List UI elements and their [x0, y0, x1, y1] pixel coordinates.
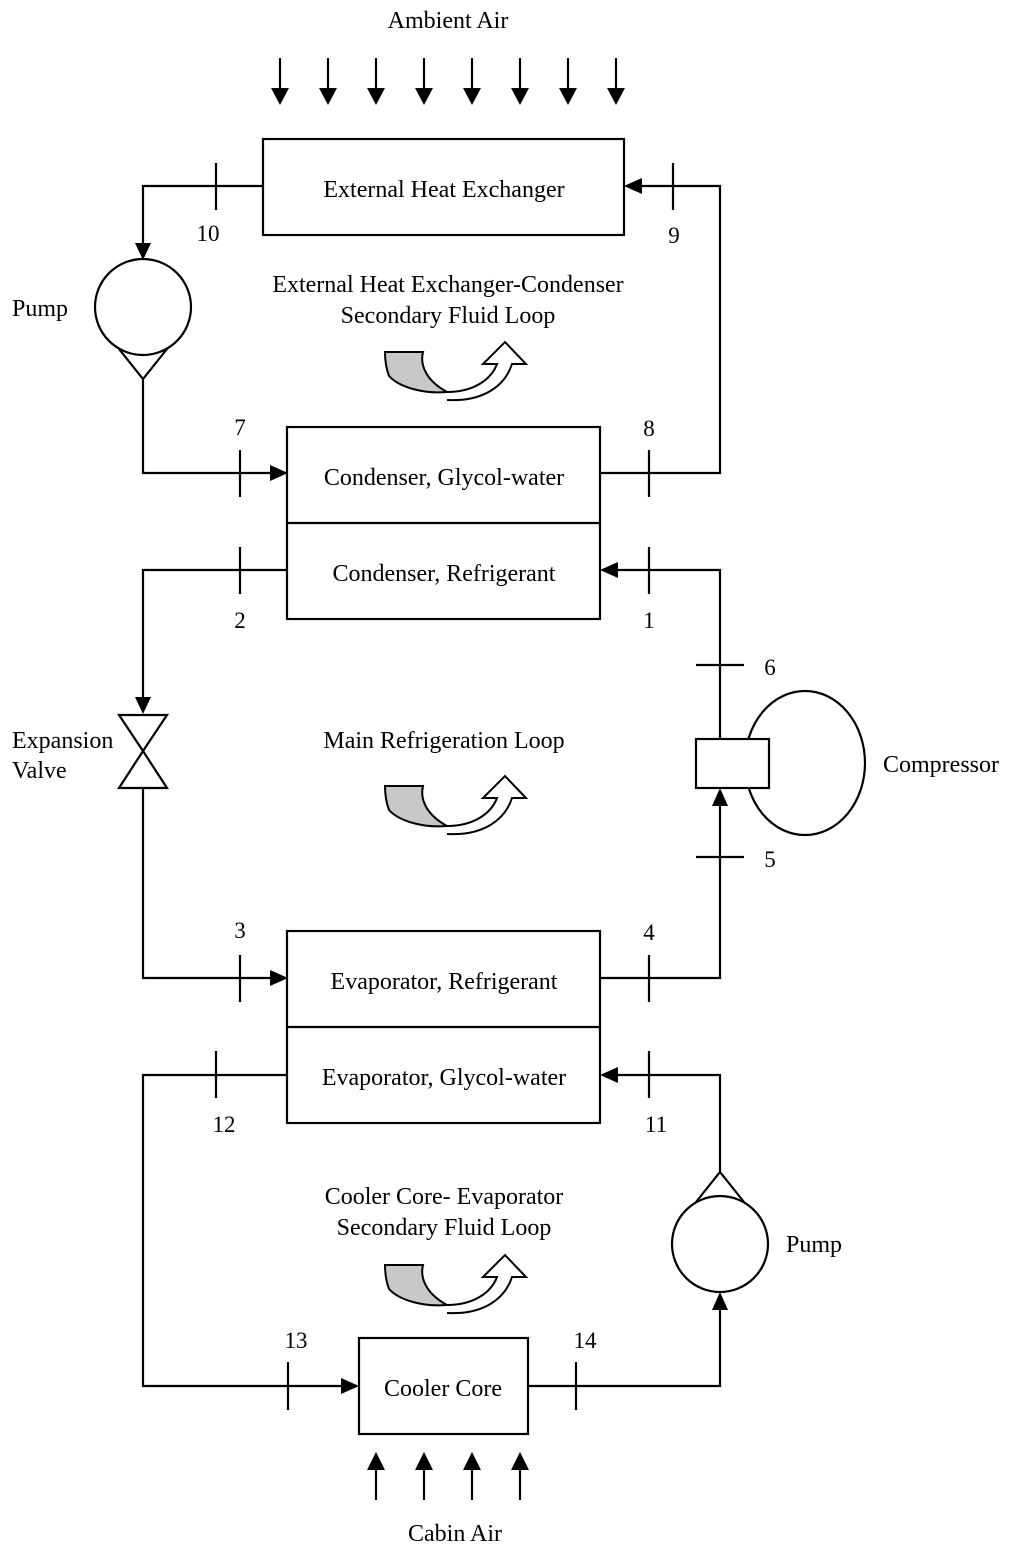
state-point-labels: 1 2 3 4 5 6 7 8 9 10 11 12 13 14	[197, 221, 776, 1353]
expansion-valve	[116, 713, 170, 790]
state-point-10: 10	[197, 221, 220, 246]
pump-top	[93, 257, 193, 381]
expansion-valve-label-line1: Expansion	[12, 728, 113, 754]
state-point-1: 1	[643, 608, 655, 633]
ambient-air-label: Ambient Air	[388, 8, 509, 34]
external-loop-piping	[135, 163, 722, 497]
state-point-7: 7	[234, 415, 246, 440]
state-point-13: 13	[285, 1328, 308, 1353]
external-loop-title-line1: External Heat Exchanger-Condenser	[272, 272, 623, 298]
pump-top-label: Pump	[12, 296, 68, 322]
pump-bottom-label: Pump	[786, 1232, 842, 1258]
state-point-9: 9	[668, 223, 680, 248]
evaporator-refrigerant-label: Evaporator, Refrigerant	[331, 969, 558, 995]
state-point-5: 5	[764, 847, 776, 872]
cabin-air-arrows	[367, 1452, 529, 1500]
state-point-3: 3	[234, 918, 246, 943]
main-loop-direction-icon	[384, 775, 527, 836]
state-point-4: 4	[643, 920, 655, 945]
external-loop-direction-icon	[384, 341, 527, 402]
cabin-air-label: Cabin Air	[408, 1521, 502, 1547]
ambient-air-arrows	[271, 58, 625, 105]
cooler-loop-piping	[141, 1051, 728, 1410]
expansion-valve-label-line2: Valve	[12, 758, 67, 784]
cooler-core	[357, 1336, 530, 1436]
state-point-12: 12	[213, 1112, 236, 1137]
state-point-8: 8	[643, 416, 655, 441]
evaporator-glycol-label: Evaporator, Glycol-water	[322, 1065, 566, 1091]
condenser-refrigerant-label: Condenser, Refrigerant	[333, 561, 556, 587]
state-point-11: 11	[645, 1112, 667, 1137]
condenser-glycol-label: Condenser, Glycol-water	[324, 465, 564, 491]
external-heat-exchanger-label: External Heat Exchanger	[323, 177, 564, 203]
cooler-loop-title-line2: Secondary Fluid Loop	[337, 1215, 552, 1241]
external-loop-title-line2: Secondary Fluid Loop	[341, 303, 556, 329]
pump-bottom	[670, 1170, 770, 1294]
compressor-label: Compressor	[883, 752, 999, 778]
compressor	[694, 689, 867, 837]
state-point-14: 14	[574, 1328, 598, 1353]
cooler-loop-title-line1: Cooler Core- Evaporator	[325, 1184, 564, 1210]
cooler-loop-direction-icon	[384, 1254, 527, 1315]
main-loop-piping	[135, 547, 744, 1002]
state-point-6: 6	[764, 655, 776, 680]
state-point-2: 2	[234, 608, 246, 633]
main-loop-title: Main Refrigeration Loop	[323, 728, 564, 754]
cooler-core-label: Cooler Core	[384, 1376, 502, 1402]
